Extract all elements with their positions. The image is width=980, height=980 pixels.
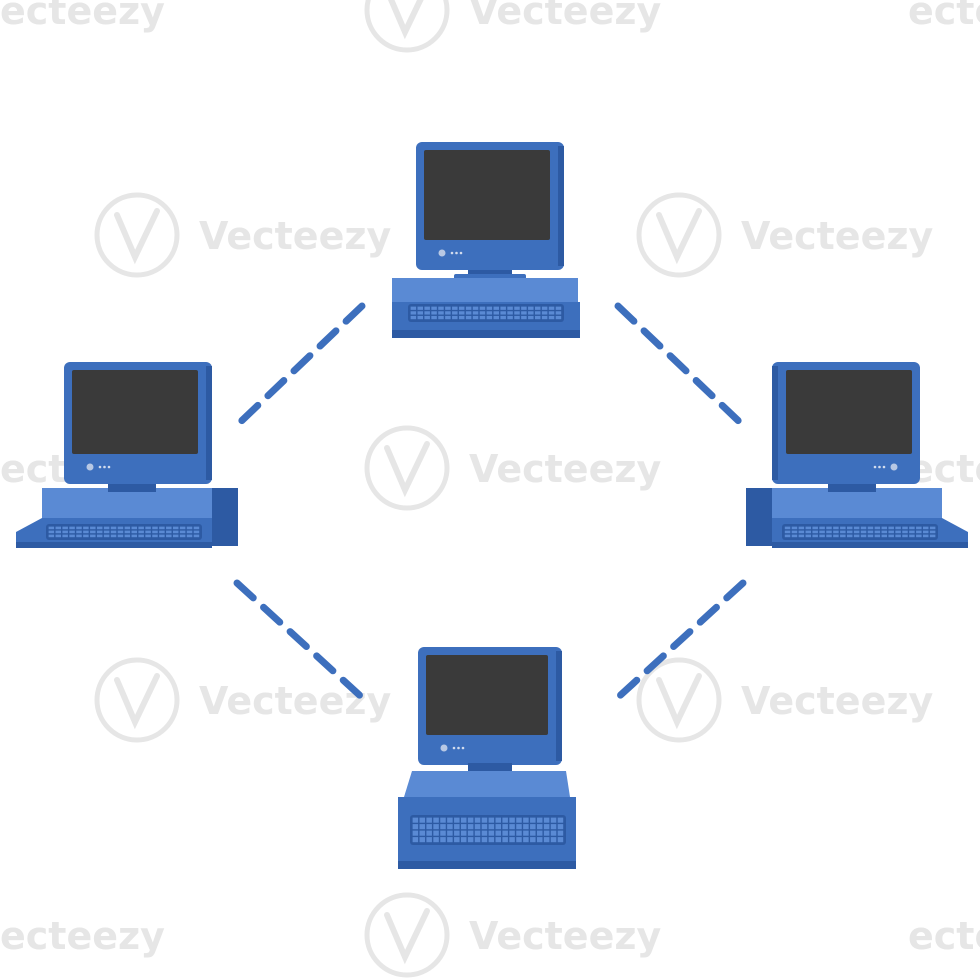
vecteezy-logo-icon	[364, 425, 450, 511]
watermark-text: Vecteezy	[199, 679, 391, 723]
watermark: ecteezy	[908, 914, 980, 958]
monitor-screen	[786, 370, 912, 454]
vecteezy-logo-icon	[94, 657, 180, 743]
watermark-text: ecteezy	[908, 914, 980, 958]
power-led-icon	[890, 463, 898, 471]
computer-left	[16, 362, 238, 548]
watermark: Vecteezy	[636, 192, 933, 278]
link-top-right	[614, 302, 752, 434]
keyboard	[46, 524, 202, 540]
watermark-text: Vecteezy	[469, 447, 661, 491]
power-led-icon	[440, 744, 448, 752]
power-led-icon	[86, 463, 94, 471]
link-left-bottom	[233, 579, 371, 706]
computer-top	[392, 142, 580, 338]
watermark: Vecteezy	[364, 425, 661, 511]
monitor-screen	[426, 655, 548, 735]
monitor-screen	[424, 150, 550, 240]
monitor-screen	[72, 370, 198, 454]
monitor	[64, 362, 212, 484]
monitor	[416, 142, 564, 270]
vecteezy-logo-icon	[636, 192, 722, 278]
monitor	[772, 362, 920, 484]
watermark: Vecteezy	[94, 657, 391, 743]
watermark: Vecteezy	[364, 892, 661, 978]
watermark-text: ecteezy	[0, 0, 165, 33]
link-right-bottom	[609, 579, 747, 706]
computer-right	[746, 362, 968, 548]
vecteezy-logo-icon	[364, 0, 450, 53]
watermark-text: Vecteezy	[741, 214, 933, 258]
keyboard	[410, 815, 566, 845]
watermark: Vecteezy	[364, 0, 661, 53]
monitor	[418, 647, 562, 765]
computer-layer	[16, 142, 968, 869]
monitor-stand	[468, 763, 512, 773]
watermark: ecteezy	[0, 914, 165, 958]
watermark: Vecteezy	[636, 657, 933, 743]
watermark-text: Vecteezy	[469, 914, 661, 958]
vecteezy-logo-icon	[94, 192, 180, 278]
connector-layer	[228, 302, 752, 706]
vecteezy-logo-icon	[636, 657, 722, 743]
watermark-text: Vecteezy	[199, 214, 391, 258]
watermark-text: Vecteezy	[469, 0, 661, 33]
link-top-left	[228, 302, 366, 434]
watermark: Vecteezy	[94, 192, 391, 278]
watermark-text: ecteezy	[908, 0, 980, 33]
watermark-text: Vecteezy	[741, 679, 933, 723]
keyboard	[408, 304, 564, 322]
watermark: ecteezy	[908, 0, 980, 33]
power-led-icon	[438, 249, 446, 257]
watermark: ecteezy	[0, 0, 165, 33]
keyboard	[782, 524, 938, 540]
watermark-text: ecteezy	[0, 914, 165, 958]
computer-bottom	[398, 647, 576, 869]
vecteezy-logo-icon	[364, 892, 450, 978]
